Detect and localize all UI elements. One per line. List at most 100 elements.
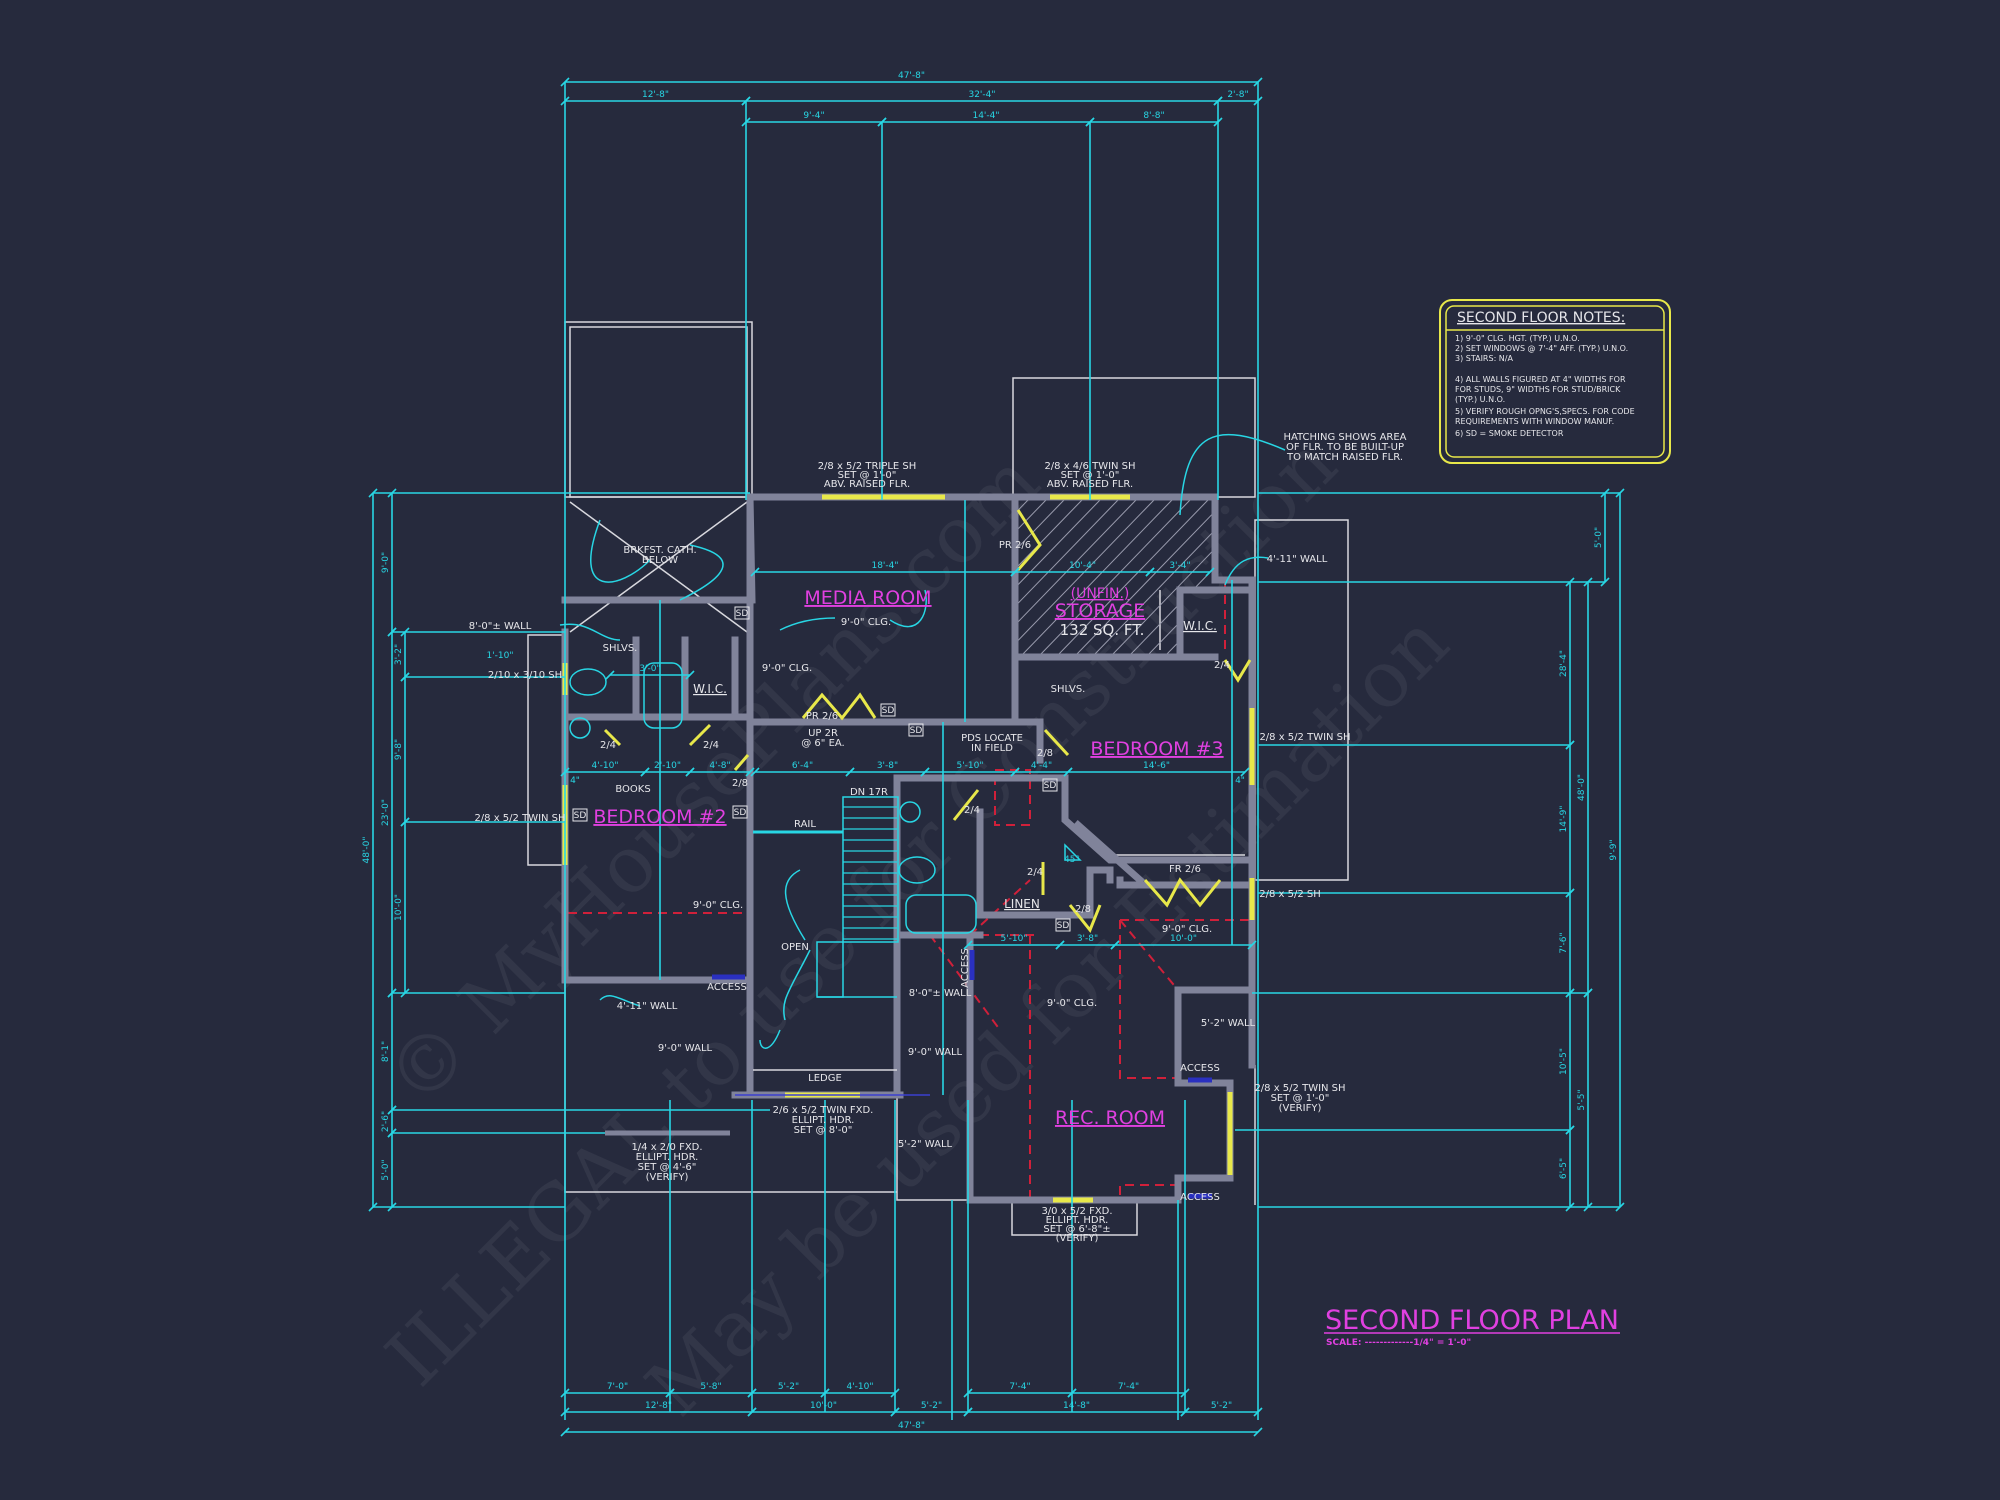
dimension-label: 47'-8" (898, 1421, 925, 1431)
dimension-label: 7'-6" (1559, 932, 1569, 953)
dimension-label: 28'-4" (1559, 650, 1569, 677)
annotation-label: OPEN (781, 942, 809, 953)
annotation-label: 2/8 x 5/2 TWIN SH (1259, 732, 1350, 743)
annotation-label: SHLVS. (603, 643, 638, 654)
door-pr-2-6 (801, 692, 877, 721)
smoke-detector-label: SD (882, 706, 895, 716)
door-2-8 (1068, 904, 1102, 933)
dimension-label: 4'-10" (846, 1382, 873, 1392)
dimension-label: 6'-5" (1559, 1158, 1569, 1179)
room-label-linen: LINEN (1004, 897, 1040, 911)
annotation-label: SET @ 6'-8"± (1043, 1224, 1110, 1235)
dimension-label: 4" (1235, 776, 1245, 786)
annotation-label: 8'-0"± WALL (909, 988, 972, 999)
annotation-label: 3/0 x 5/2 FXD. (1041, 1206, 1112, 1217)
dimension-label: 48'-0" (362, 836, 372, 863)
dimension-label: 10'-4" (1069, 561, 1096, 571)
annotation-label: 2/4 (1214, 660, 1230, 671)
annotation-label: @ 6" EA. (801, 738, 844, 749)
dimension-label: 32'-4" (968, 90, 995, 100)
smoke-detector-label: SD (1057, 921, 1070, 931)
dimension-label: 9'-8" (394, 739, 404, 760)
dimension-label: 4'-10" (591, 761, 618, 771)
dimension-label: 14'-6" (1143, 761, 1170, 771)
leader-lines (559, 434, 1286, 1049)
annotation-label: ABV. RAISED FLR. (1047, 479, 1133, 490)
dimension-label: 47'-8" (898, 71, 925, 81)
bath-fixtures (569, 662, 1082, 934)
dimension-label: 10'-0" (810, 1401, 837, 1411)
dimension-label: 10'-5" (1559, 1048, 1569, 1075)
drawing-title-block: SECOND FLOOR PLAN SCALE: -------------1/… (1324, 1305, 1620, 1348)
smoke-detector-label: SD (734, 808, 747, 818)
annotation-label: 2/8 (732, 778, 748, 789)
dimension-label: 8'-8" (1143, 111, 1164, 121)
annotation-label: 2/10 x 3/10 SH (488, 670, 562, 681)
annotation-label: 2/8 x 5/2 SH (1259, 889, 1321, 900)
door-fr-2-6 (1143, 877, 1222, 908)
drawing-title: SECOND FLOOR PLAN (1325, 1305, 1619, 1336)
dimension-label: 7'-4" (1009, 1382, 1030, 1392)
annotation-label: 2/4 (600, 740, 616, 751)
outline-lines (527, 321, 1349, 1236)
annotation-label: 1/4 x 2/0 FXD. (631, 1142, 702, 1153)
room-label-rec-room: REC. ROOM (1055, 1107, 1165, 1129)
dimension-label: 14'-8" (1063, 1401, 1090, 1411)
room-label-bedroom-2: BEDROOM #2 (593, 806, 726, 828)
annotation-label: SET @ 4'-6" (638, 1162, 697, 1173)
dimension-label: 4'-4" (1031, 761, 1052, 771)
dimension-label: 4" (570, 776, 580, 786)
storage-area: 132 SQ. FT. (1060, 621, 1145, 639)
dimension-label: 5'-0" (1594, 527, 1604, 548)
annotation-label: 5'-2" WALL (898, 1139, 953, 1150)
annotation-label: (VERIFY) (646, 1172, 689, 1183)
annotation-label: (VERIFY) (1056, 1233, 1099, 1244)
toilet-icon (898, 856, 936, 884)
dimension-label: 12'-8" (642, 90, 669, 100)
dimension-lines (368, 77, 1625, 1437)
dimension-label: 3'-0" (639, 664, 660, 674)
dimension-label: 14'-4" (972, 111, 999, 121)
dimension-label: 5'-0" (381, 1159, 391, 1180)
room-label-storage: STORAGE (1055, 600, 1145, 622)
dimension-label: 2'-6" (381, 1111, 391, 1132)
dimension-label: 23'-0" (381, 799, 391, 826)
annotation-label: ACCESS (1180, 1192, 1220, 1203)
door-2-4 (1223, 659, 1252, 683)
room-label-media-room: MEDIA ROOM (804, 587, 931, 609)
dimension-label: 3'-4" (1169, 561, 1190, 571)
dimension-label: 1'-10" (486, 651, 513, 661)
annotation-label: 9'-0" CLG. (762, 663, 812, 674)
annotation-label: SET @ 8'-0" (794, 1125, 853, 1136)
annotation-label: IN FIELD (971, 743, 1013, 754)
door-2-8 (1043, 728, 1070, 757)
annotation-label: DN 17R (850, 787, 888, 798)
annotation-label: BOOKS (615, 784, 650, 795)
dimension-label: 5'-2" (1211, 1401, 1232, 1411)
annotation-label: 9'-0" CLG. (841, 617, 891, 628)
dimension-label: 5'-8" (700, 1382, 721, 1392)
door-pr-2-6 (1016, 509, 1042, 571)
dimension-label: 5'-2" (921, 1401, 942, 1411)
sink-icon (569, 717, 591, 739)
note-item: (TYP.) U.N.O. (1455, 395, 1505, 404)
annotation-label: (VERIFY) (1279, 1103, 1322, 1114)
annotation-label: ACCESS (960, 948, 971, 988)
annotation-label: ELLIPT. HDR. (1046, 1215, 1109, 1226)
note-item: 4) ALL WALLS FIGURED AT 4" WIDTHS FOR (1455, 375, 1626, 384)
doors (603, 509, 1252, 1199)
annotation-label: 9'-0" WALL (658, 1043, 713, 1054)
dimension-label: 3'-2" (394, 644, 404, 665)
dimension-label: 9'-9" (1609, 839, 1619, 860)
bathtub-icon (643, 662, 683, 729)
annotation-label: 2/8 x 5/2 TWIN SH (1254, 1083, 1345, 1094)
annotation-label: 9'-0" CLG. (1162, 924, 1212, 935)
note-item: 3) STAIRS: N/A (1455, 354, 1513, 363)
annotation-label: SET @ 1'-0" (1061, 470, 1120, 481)
door-2-4 (952, 789, 980, 821)
dimension-label: 3'-8" (1077, 934, 1098, 944)
second-floor-notes: SECOND FLOOR NOTES: 1) 9'-0" CLG. HGT. (… (1439, 299, 1671, 464)
